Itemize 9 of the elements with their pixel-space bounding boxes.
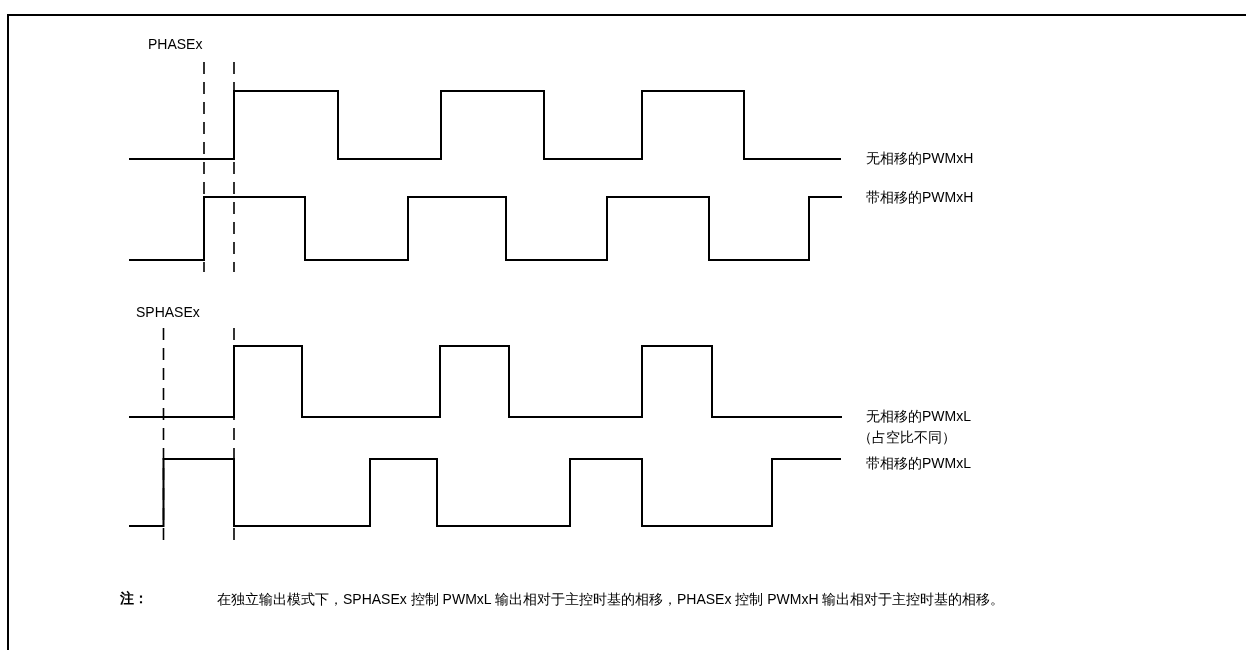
note-text: 在独立输出模式下，SPHASEx 控制 PWMxL 输出相对于主控时基的相移，PHASEx 控制 PWMxH 输出相对于主控时基的相移。 [217, 590, 1006, 609]
phase-label: SPHASEx [136, 303, 200, 322]
signal-label: 无相移的PWMxH [866, 149, 974, 168]
signal-label: 带相移的PWMxL [866, 454, 971, 473]
note-label: 注： [120, 589, 148, 608]
signal-label: （占空比不同） [858, 428, 956, 447]
signal-label: 带相移的PWMxH [866, 188, 974, 207]
phase-label: PHASEx [148, 35, 203, 54]
signal-label: 无相移的PWMxL [866, 407, 971, 426]
